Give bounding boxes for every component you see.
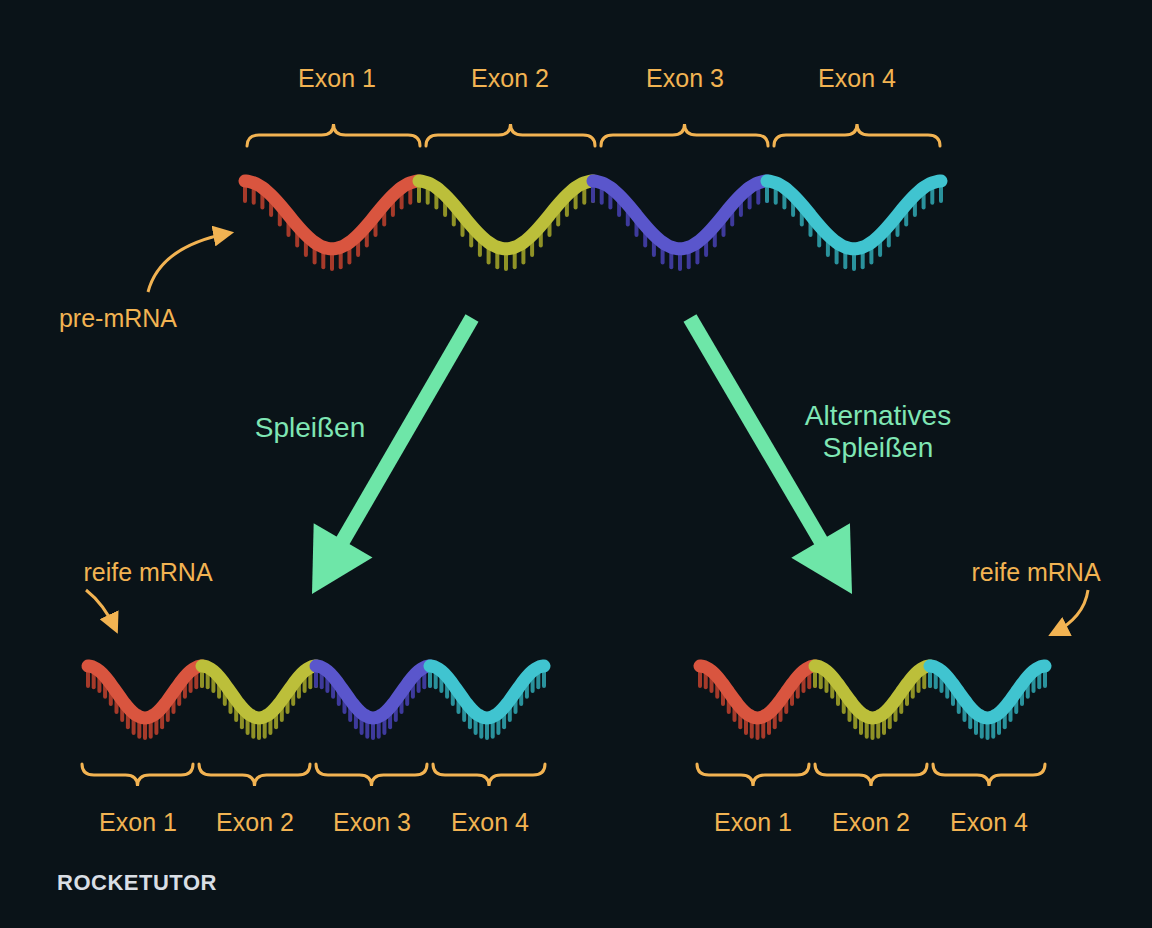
pointer-arrow	[148, 233, 230, 292]
arrow-head	[312, 523, 373, 594]
exon-brace	[82, 764, 193, 786]
rna-strand	[815, 666, 930, 718]
exon-label: Exon 2	[471, 64, 549, 93]
exon-brace	[933, 764, 1045, 786]
exon-brace	[199, 764, 310, 786]
rna-strand	[767, 181, 941, 249]
exon-label: Exon 2	[216, 808, 294, 837]
exon-brace	[316, 764, 427, 786]
exon-label: Exon 3	[333, 808, 411, 837]
exon-label: Exon 2	[832, 808, 910, 837]
rna-strand	[430, 666, 544, 718]
molecule-label: reife mRNA	[83, 558, 212, 587]
watermark: ROCKETUTOR	[57, 870, 217, 895]
pointer-arrow	[86, 590, 116, 630]
process-label: Spleißen	[255, 412, 366, 444]
rna-strand	[930, 666, 1045, 718]
exon-label: Exon 1	[714, 808, 792, 837]
molecule-label: pre-mRNA	[59, 304, 177, 333]
exon-label: Exon 3	[646, 64, 724, 93]
molecule-label: reife mRNA	[971, 558, 1100, 587]
rna-strand	[316, 666, 430, 718]
exon-label: Exon 4	[451, 808, 529, 837]
rna-strand	[88, 666, 202, 718]
exon-brace	[433, 764, 545, 786]
rna-strand	[419, 181, 593, 249]
rna-strand	[593, 181, 767, 249]
exon-label: Exon 4	[818, 64, 896, 93]
rna-strand	[700, 666, 815, 718]
process-label: Alternatives Spleißen	[763, 400, 993, 464]
exon-label: Exon 1	[298, 64, 376, 93]
rna-strand	[202, 666, 316, 718]
exon-brace	[426, 124, 595, 146]
rna-strand	[245, 181, 419, 249]
exon-brace	[601, 124, 768, 146]
exon-label: Exon 4	[950, 808, 1028, 837]
pointer-arrow	[1052, 590, 1088, 634]
exon-brace	[247, 124, 420, 146]
exon-brace	[697, 764, 809, 786]
exon-brace	[774, 124, 940, 146]
arrow-head	[791, 523, 852, 594]
splice-arrow	[690, 318, 823, 544]
exon-label: Exon 1	[99, 808, 177, 837]
exon-brace	[815, 764, 927, 786]
